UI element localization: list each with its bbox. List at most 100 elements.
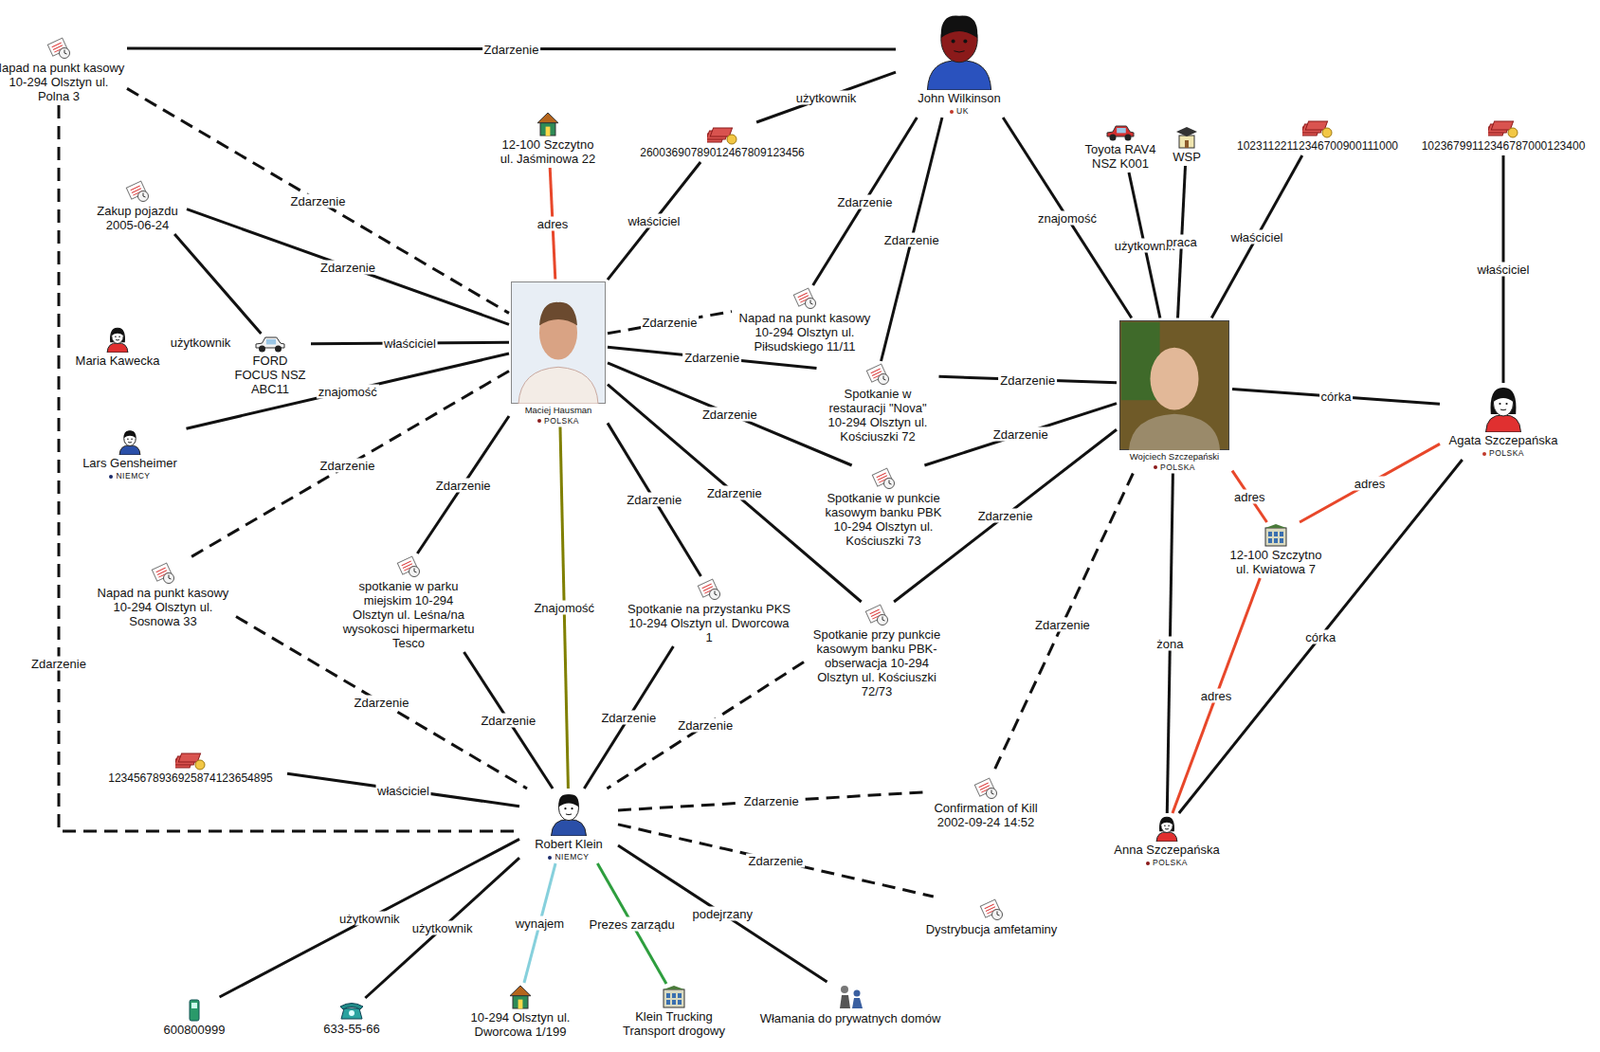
entity-icon [1302, 117, 1333, 139]
icon-shape [47, 37, 68, 56]
icon-shape [168, 575, 172, 581]
link-label: żona [1154, 636, 1185, 651]
label-line: POLSKA [510, 416, 606, 426]
entity-label: Wojciech Szczepański [1129, 451, 1219, 462]
link-label: właściciel [1475, 262, 1532, 277]
link-line [219, 838, 520, 998]
icon-shape [974, 778, 995, 797]
entity-label: POLSKA [1489, 448, 1525, 458]
link-line [813, 117, 918, 286]
link-label: Zdarzenie [998, 372, 1057, 387]
link-label: Zdarzenie [882, 232, 942, 247]
icon-shape [563, 807, 566, 810]
entity-node: Spotkanie przy punkcie kasowym banku PBK… [805, 603, 948, 699]
icon-shape [980, 899, 1000, 918]
entity-node: Napad na punkt kasowy 10-294 Olsztyn ul.… [91, 562, 235, 629]
entity-icon [509, 984, 532, 1010]
icon-shape [537, 112, 559, 124]
entity-icon [921, 8, 998, 91]
label-line: 633-55-66 [313, 1021, 390, 1037]
icon-shape [551, 819, 587, 837]
icon-shape [518, 366, 599, 404]
entity-icon [696, 578, 722, 601]
icon-shape [997, 911, 1000, 917]
icon-shape [1268, 531, 1273, 537]
icon-shape [677, 1000, 682, 1005]
icon-shape [793, 288, 814, 307]
icon-shape [143, 193, 146, 199]
icon-shape [877, 615, 889, 626]
icon-shape [663, 985, 685, 990]
entity-label: Lars Gensheimer [82, 455, 178, 471]
entity-node: Napad na punkt kasowy 10-294 Olsztyn ul.… [733, 287, 876, 354]
icon-shape [672, 1000, 676, 1005]
entity-label: Confirmation of Kill 2002-09-24 14:52 [933, 800, 1037, 830]
icon-shape [980, 899, 1000, 918]
entity-node: 10236799112346787000123400 [1413, 117, 1594, 154]
entity-label: 26003690789012467809123456 [639, 145, 805, 160]
icon-shape [866, 363, 887, 382]
link-line [174, 234, 261, 334]
link-label: adres [1199, 689, 1235, 704]
link-line [1299, 443, 1440, 523]
label-line: Włamania do prywatnych domów [755, 1011, 946, 1026]
entity-node: 26003690789012467809123456 [627, 124, 818, 161]
entity-icon [338, 1000, 365, 1021]
country-dot [109, 474, 113, 479]
label-line: 10231122112346700900111000 [1227, 139, 1408, 154]
icon-shape [1163, 824, 1166, 827]
entity-icon [836, 983, 865, 1011]
icon-shape [1492, 389, 1513, 417]
entity-icon [1154, 815, 1180, 842]
link-label: Zdarzenie [352, 695, 412, 710]
icon-shape [872, 468, 892, 487]
label-line: Wojciech Szczepański [1118, 451, 1231, 462]
icon-shape [1265, 524, 1287, 528]
link-label: znajomość [1036, 210, 1099, 225]
link-label: Zdarzenie [1033, 617, 1092, 632]
entity-icon [46, 36, 72, 60]
label-line: NIEMCY [521, 852, 617, 862]
icon-shape [130, 437, 133, 440]
link-line [607, 311, 732, 334]
label-line: POLSKA [1118, 462, 1231, 473]
label-line: 10-294 Olsztyn ul. Dworcowa 1/199 [467, 1010, 574, 1039]
icon-shape [558, 795, 579, 821]
label-line: spotkanie w parku miejskim 10-294 Olszty… [342, 579, 475, 651]
label-line: Toyota RAV4 NSZ K001 [1076, 142, 1164, 171]
icon-shape [1120, 320, 1230, 450]
link-line [583, 646, 673, 789]
entity-icon [117, 428, 143, 455]
entity-node: WSP [1163, 126, 1211, 164]
icon-shape [1500, 409, 1507, 412]
link-label: wynajem [513, 916, 566, 931]
entity-icon [865, 363, 891, 386]
link-label: Zdarzenie [700, 406, 760, 421]
country-dot [1145, 861, 1150, 866]
icon-shape [697, 579, 718, 598]
entity-icon [536, 111, 560, 137]
link-line [881, 117, 943, 362]
link-line [1232, 388, 1440, 404]
link-line [186, 209, 510, 326]
icon-shape [127, 441, 132, 443]
link-line [127, 88, 510, 313]
link-label: znajomość [316, 383, 380, 399]
link-line [236, 617, 528, 789]
entity-label: Toyota RAV4 NSZ K001 [1085, 142, 1157, 171]
link-line [618, 845, 828, 982]
icon-shape [793, 288, 814, 307]
entity-label: 633-55-66 [323, 1021, 380, 1037]
link-label: Zdarzenie [705, 486, 764, 501]
icon-shape [1273, 538, 1278, 544]
entity-node: 10-294 Olsztyn ul. Dworcowa 1/199 [467, 984, 574, 1039]
link-label: Zdarzenie [29, 656, 89, 672]
label-line: Maciej Hausman [510, 404, 606, 416]
icon-shape [1273, 531, 1278, 537]
icon-shape [397, 556, 418, 575]
icon-shape [414, 568, 418, 574]
entity-icon [125, 180, 150, 203]
icon-shape [1176, 127, 1198, 137]
link-line [1211, 155, 1303, 319]
icon-shape [111, 327, 125, 336]
